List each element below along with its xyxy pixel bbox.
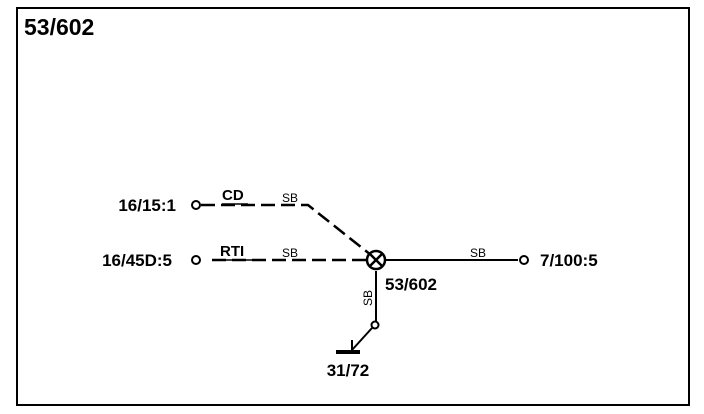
splice-label: 53/602 [385,275,437,294]
connector-label-left-top: 16/15:1 [118,196,176,215]
wire-middle-color: SB [282,246,298,260]
terminal-ground-icon[interactable] [370,320,380,330]
wire-top-color: SB [282,191,298,205]
connector-label-right: 7/100:5 [540,251,598,270]
splice-junction-icon[interactable] [365,249,387,271]
wire-middle-code: RTI [220,243,244,260]
terminal-right-icon[interactable] [519,255,529,265]
connector-label-left-bottom: 16/45D:5 [102,251,172,270]
wire-top [201,203,377,260]
terminal-left-top-icon[interactable] [191,200,201,210]
connector-label-ground: 31/72 [327,361,370,380]
wire-right-color: SB [470,246,486,260]
ground-switch-icon [336,327,373,354]
wire-top-code: CD [222,187,244,204]
diagram-frame [16,7,690,406]
terminal-left-bottom-icon[interactable] [191,255,201,265]
diagram-title: 53/602 [24,14,94,40]
wire-ground-color: SB [361,290,375,306]
